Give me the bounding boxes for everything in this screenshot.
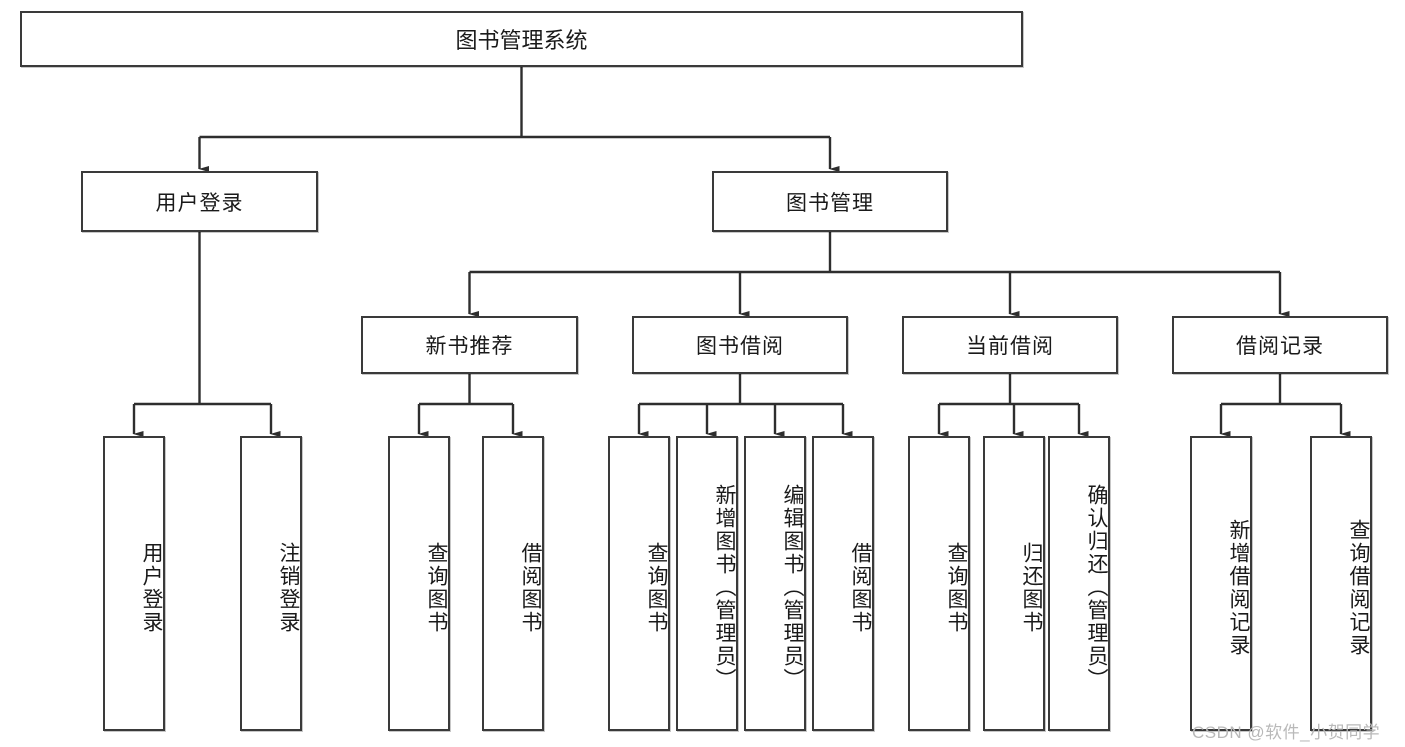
node-leaf-2-查询图书[interactable]: 查询图书 <box>388 436 450 731</box>
node-label: 新增借阅记录 <box>1227 518 1250 657</box>
node-label: 编辑图书（管理员） <box>781 484 804 691</box>
node-leaf-12-查询借阅记录[interactable]: 查询借阅记录 <box>1310 436 1372 731</box>
node-l3-图书借阅[interactable]: 图书借阅 <box>632 316 848 374</box>
node-label: 查询图书 <box>645 541 668 634</box>
node-leaf-6-编辑图书管理员[interactable]: 编辑图书（管理员） <box>744 436 806 731</box>
node-leaf-4-查询图书[interactable]: 查询图书 <box>608 436 670 731</box>
node-label: 用户登录 <box>155 191 244 215</box>
node-leaf-8-查询图书[interactable]: 查询图书 <box>908 436 970 731</box>
node-leaf-7-借阅图书[interactable]: 借阅图书 <box>812 436 874 731</box>
node-label: 确认归还（管理员） <box>1085 484 1108 691</box>
node-label: 图书管理 <box>786 191 874 215</box>
node-label: 新增图书（管理员） <box>713 484 736 691</box>
node-l3-新书推荐[interactable]: 新书推荐 <box>361 316 578 374</box>
node-label: 查询图书 <box>945 541 968 634</box>
node-leaf-11-新增借阅记录[interactable]: 新增借阅记录 <box>1190 436 1252 731</box>
node-l2-用户登录[interactable]: 用户登录 <box>81 171 318 232</box>
node-label: 注销登录 <box>277 541 300 634</box>
node-label: 图书管理系统 <box>455 28 588 53</box>
node-root-图书管理系统[interactable]: 图书管理系统 <box>20 11 1023 67</box>
node-label: 图书借阅 <box>696 335 784 358</box>
node-label: 用户登录 <box>140 541 163 634</box>
node-label: 借阅记录 <box>1236 335 1324 358</box>
node-leaf-3-借阅图书[interactable]: 借阅图书 <box>482 436 544 731</box>
node-leaf-1-注销登录[interactable]: 注销登录 <box>240 436 302 731</box>
node-label: 借阅图书 <box>519 541 542 634</box>
node-label: 新书推荐 <box>425 335 514 358</box>
node-leaf-5-新增图书管理员[interactable]: 新增图书（管理员） <box>676 436 738 731</box>
node-leaf-0-用户登录[interactable]: 用户登录 <box>103 436 165 731</box>
node-label: 当前借阅 <box>966 335 1054 358</box>
node-l3-当前借阅[interactable]: 当前借阅 <box>902 316 1118 374</box>
node-l3-借阅记录[interactable]: 借阅记录 <box>1172 316 1388 374</box>
node-label: 查询图书 <box>425 541 448 634</box>
node-leaf-10-确认归还管理员[interactable]: 确认归还（管理员） <box>1048 436 1110 731</box>
node-l2-图书管理[interactable]: 图书管理 <box>712 171 948 232</box>
node-leaf-9-归还图书[interactable]: 归还图书 <box>983 436 1045 731</box>
csdn-watermark: CSDN @软件_小贺同学 <box>1192 723 1381 742</box>
node-label: 借阅图书 <box>849 541 872 634</box>
node-label: 查询借阅记录 <box>1347 518 1370 657</box>
node-label: 归还图书 <box>1020 541 1043 634</box>
